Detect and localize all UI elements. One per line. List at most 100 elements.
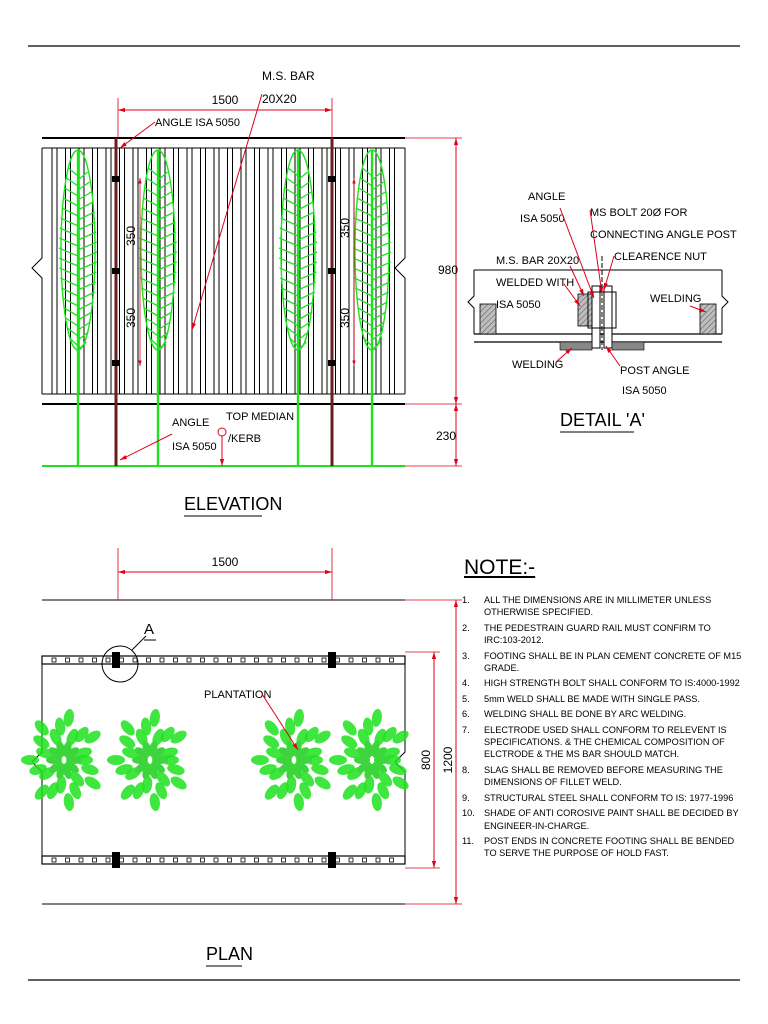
note-item: 10. SHADE OF ANTI COROSIVE PAINT SHALL BE… (462, 807, 744, 832)
plan-bar-tick (200, 657, 205, 663)
plan-bar-tick (308, 657, 313, 663)
spacing-dim-label-right-1: 350 (338, 218, 352, 238)
detail-bolt-1: MS BOLT 20Ø FOR (590, 207, 687, 219)
plan-bar-tick (240, 857, 246, 863)
weld-bottom-right (611, 341, 645, 351)
plan-bar-tick (92, 857, 97, 863)
plan-bar-tick (321, 857, 327, 863)
weld-right (699, 303, 717, 335)
ms-bar (51, 147, 58, 395)
weld-bottom-left (559, 341, 593, 351)
plan-span-label: 1500 (212, 555, 239, 569)
break-line-right (394, 148, 406, 394)
plan-bar-tick (105, 857, 111, 863)
elevation-view: 1500 M.S. BAR 20X20 ANGLE ISA 5050 350 3… (31, 69, 462, 517)
plan-rail-top (41, 655, 406, 665)
shrub-icon (107, 708, 187, 812)
plan-bar-ticks (51, 657, 394, 863)
note-number: 2. (462, 622, 470, 633)
detail-break-right (721, 270, 729, 334)
ms-bar-leader (191, 93, 263, 331)
plan-bar-tick (186, 657, 192, 663)
note-text: ELECTRODE USED SHALL CONFORM TO RELEVENT… (484, 724, 727, 760)
plan-rail-bot (41, 855, 406, 865)
detail-nut-leader (603, 255, 615, 291)
note-item: 7.ELECTRODE USED SHALL CONFORM TO RELEVE… (462, 724, 744, 761)
plantation-shrubs (21, 708, 409, 812)
note-text: POST ENDS IN CONCRETE FOOTING SHALL BE B… (484, 835, 735, 859)
plan-bar-tick (362, 657, 367, 663)
detail-a-marker: A (144, 621, 154, 638)
base-dim-label: 230 (436, 429, 456, 443)
shrub-icon (251, 708, 331, 812)
plan-bar-tick (51, 657, 57, 663)
plan-bar-tick (240, 657, 246, 663)
plan-bar-tick (159, 657, 165, 663)
post-bolts (112, 176, 336, 366)
plan-bar-tick (65, 857, 70, 863)
plan-bar-tick (321, 657, 327, 663)
height-dim-label: 980 (438, 263, 458, 277)
plan-bar-tick (362, 857, 367, 863)
plan-bar-tick (348, 657, 354, 663)
ms-bar (362, 147, 368, 395)
plan-bar-tick (200, 857, 205, 863)
detail-clearance-nut: CLEARENCE NUT (614, 251, 707, 263)
detail-welded-leader (563, 283, 581, 307)
ms-bar (186, 147, 193, 395)
note-item: 1.ALL THE DIMENSIONS ARE IN MILLIMETER U… (462, 594, 744, 619)
plan-bar-tick (78, 857, 84, 863)
plan-bar-tick (146, 657, 151, 663)
note-text: THE PEDESTRAIN GUARD RAIL MUST CONFIRM T… (484, 622, 711, 646)
note-number: 9. (462, 792, 470, 803)
plan-bar-tick (254, 857, 259, 863)
plan-bar-tick (375, 857, 381, 863)
notes-list: 1.ALL THE DIMENSIONS ARE IN MILLIMETER U… (462, 594, 744, 863)
plan-bar-tick (227, 657, 232, 663)
median-marker-circle (217, 427, 227, 437)
ms-bar (335, 147, 341, 395)
angle-label-top: ANGLE ISA 5050 (155, 117, 240, 129)
note-number: 5. (462, 693, 470, 704)
plantation-label: PLANTATION (204, 689, 271, 701)
detail-title: DETAIL 'A' (560, 410, 645, 430)
note-number: 11. (462, 835, 475, 846)
detail-a-callout (101, 645, 139, 683)
note-text: HIGH STRENGTH BOLT SHALL CONFORM TO IS:4… (484, 678, 740, 689)
note-item: 8.SLAG SHALL BE REMOVED BEFORE MEASURING… (462, 764, 744, 789)
elevation-title: ELEVATION (184, 494, 282, 514)
ms-bar (213, 147, 220, 395)
note-number: 4. (462, 678, 470, 689)
note-item: 5. 5mm WELD SHALL BE MADE WITH SINGLE PAS… (462, 693, 744, 705)
plan-post-br (328, 852, 336, 868)
detail-bolt-leader (589, 209, 604, 295)
note-text: 5mm WELD SHALL BE MADE WITH SINGLE PASS. (484, 693, 700, 704)
spacing-dim-label-left-1: 350 (124, 226, 138, 246)
note-item: 6.WELDING SHALL BE DONE BY ARC WELDING. (462, 708, 744, 720)
ms-bar-label-line2: 20X20 (262, 92, 297, 106)
detail-welding-bottom: WELDING (512, 359, 563, 371)
plan-bar-tick (389, 657, 394, 663)
ms-bar (240, 147, 247, 395)
note-item: 3.FOOTING SHALL BE IN PLAN CEMENT CONCRE… (462, 650, 744, 675)
plan-bar-tick (308, 857, 313, 863)
detail-a-callout-leader (131, 635, 147, 651)
note-text: SLAG SHALL BE REMOVED BEFORE MEASURING T… (484, 764, 723, 788)
detail-post-angle-2: ISA 5050 (622, 385, 667, 397)
detail-angle-leader (559, 207, 595, 299)
angle-label-bottom-leader (119, 433, 173, 461)
detail-post-angle-leader (605, 345, 621, 367)
tree-icon (58, 149, 98, 466)
note-number: 10. (462, 808, 475, 819)
plan-bar-tick (65, 657, 70, 663)
median-label-2: /KERB (228, 433, 261, 445)
plan-post-tr (328, 652, 336, 668)
median-label-1: TOP MEDIAN (226, 411, 294, 423)
note-text: SHADE OF ANTI COROSIVE PAINT SHALL BE DE… (484, 808, 739, 831)
note-text: ALL THE DIMENSIONS ARE IN MILLIMETER UNL… (484, 595, 712, 618)
spacing-dim-label-left-2: 350 (124, 308, 138, 328)
shrub-icon (21, 708, 101, 812)
ms-bar (267, 147, 274, 395)
plan-bar-tick (173, 657, 178, 663)
ms-bar (200, 147, 206, 395)
